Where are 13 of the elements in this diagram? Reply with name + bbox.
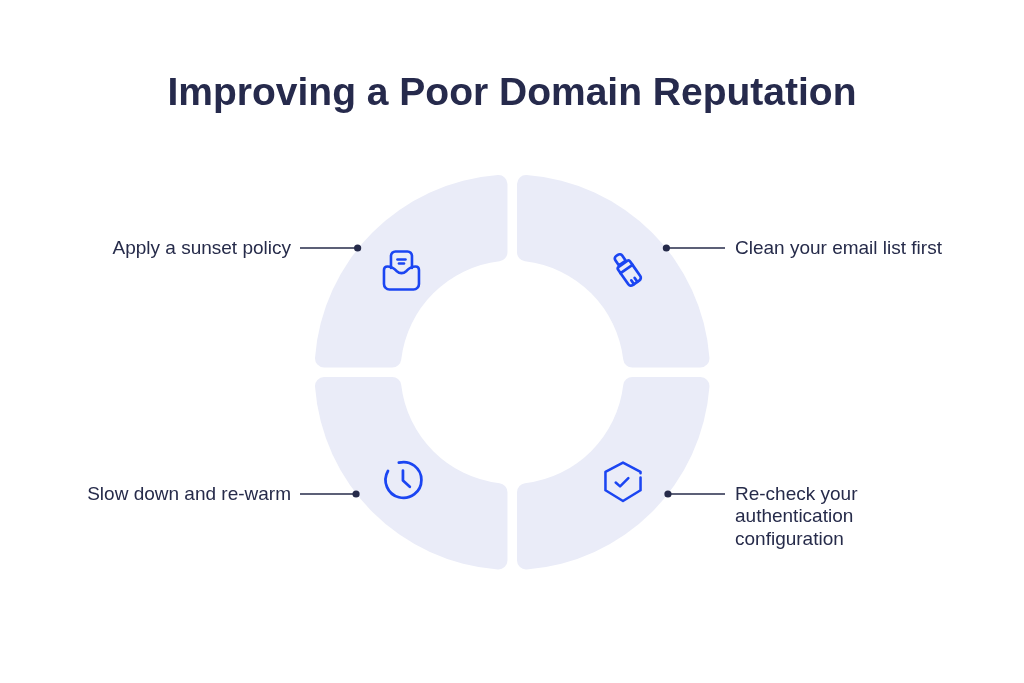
ring-segment bbox=[517, 174, 710, 367]
leader-line bbox=[299, 244, 362, 252]
ring-segment bbox=[314, 174, 507, 367]
ring-segment bbox=[517, 377, 710, 570]
diagram-title: Improving a Poor Domain Reputation bbox=[167, 69, 857, 115]
step-label: Clean your email list first bbox=[735, 236, 942, 260]
leader-line bbox=[664, 490, 726, 498]
step-label: Apply a sunset policy bbox=[112, 236, 291, 260]
step-label: Re-check your authentication configuration bbox=[735, 482, 859, 551]
ring-segment bbox=[314, 377, 507, 570]
leader-line bbox=[299, 490, 360, 498]
leader-line bbox=[662, 244, 726, 252]
step-label: Slow down and re-warm bbox=[87, 482, 291, 506]
